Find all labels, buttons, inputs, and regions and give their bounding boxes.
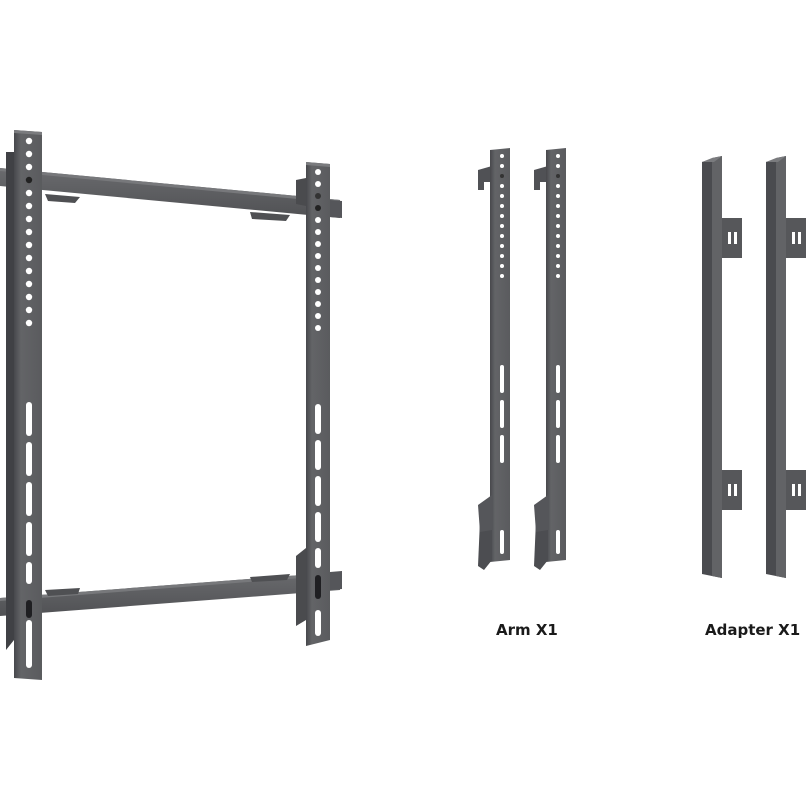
arm-left: [478, 148, 510, 570]
arm-pair: [478, 148, 566, 570]
right-vertical-bar: [296, 162, 342, 646]
adapter-left: [702, 156, 742, 578]
adapter-label: Adapter X1: [705, 621, 801, 639]
adapter-pair: [702, 156, 806, 578]
left-vertical-bar: [6, 130, 42, 680]
arm-right: [534, 148, 566, 570]
bottom-rail: [0, 572, 340, 616]
top-rail: [0, 168, 340, 221]
arm-label: Arm X1: [496, 621, 558, 639]
adapter-right: [766, 156, 806, 578]
wall-frame: [0, 130, 342, 680]
